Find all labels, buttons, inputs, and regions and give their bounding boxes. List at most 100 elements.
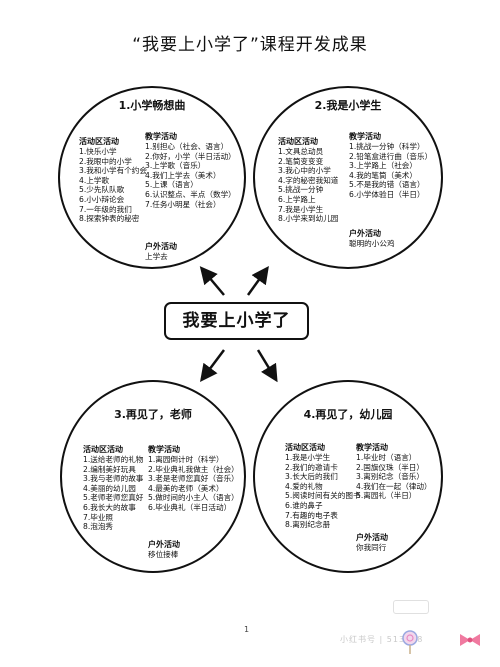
arrow-to-section-4 <box>256 349 278 383</box>
bow-icon <box>460 634 480 646</box>
list-item: 6.认识整点、半点（数学） <box>145 189 236 199</box>
list-item: 5.不是我的错（语言） <box>349 180 425 190</box>
list-item: 4.我们在一起（律动） <box>356 481 432 491</box>
list-item: 3.我心中的小学 <box>278 166 331 176</box>
activity-area-column: 活动区活动 1.送给老师的礼物 2.编制美好玩具 3.我与老师的故事 4.美丽的… <box>83 444 143 532</box>
list-item: 6.毕业典礼（半日活动） <box>148 502 232 512</box>
outdoor-column: 户外活动 你我同行 <box>356 532 388 553</box>
section-title: 3.再见了，老师 <box>114 408 192 421</box>
list-item: 2.笔筒变变变 <box>278 156 324 166</box>
list-item: 4.美丽的幼儿园 <box>83 483 136 493</box>
list-item: 7.一年级的我们 <box>79 204 132 214</box>
activity-area-column: 活动区活动 1.快乐小学 2.我眼中的小学 3.我和小学有个约会 4.上学歌 5… <box>79 136 147 224</box>
list-item: 3.上学歌（音乐） <box>145 161 206 171</box>
teaching-column: 教学活动 1.离园倒计时（科学） 2.毕业典礼我做主（社会） 3.老是老师您真好… <box>148 444 239 513</box>
activity-area-heading: 活动区活动 <box>278 137 318 146</box>
outdoor-heading: 户外活动 <box>356 533 388 542</box>
activity-area-heading: 活动区活动 <box>79 137 119 146</box>
watermark-stamp <box>393 600 429 614</box>
list-item: 1.挑战一分钟（科学） <box>349 142 425 151</box>
list-item: 7.毕业照 <box>83 512 114 522</box>
list-item: 4.上学歌 <box>79 175 110 185</box>
list-item: 8.离别纪念册 <box>285 520 331 530</box>
list-item: 6.上学路上 <box>278 194 316 204</box>
activity-area-column: 活动区活动 1.文具总动员 2.笔筒变变变 3.我心中的小学 4.字的秘密我知道… <box>278 136 338 224</box>
list-item: 1.离园倒计时（科学） <box>148 455 224 464</box>
section-title: 4.再见了，幼儿园 <box>303 408 393 421</box>
list-item: 1.送给老师的礼物 <box>83 455 144 464</box>
teaching-column: 教学活动 1.挑战一分钟（科学） 2.铅笔盒进行曲（音乐） 3.上学路上（社会）… <box>349 131 432 200</box>
page-title: “我要上小学了”课程开发成果 <box>132 35 368 55</box>
section-circle-4: 4.再见了，幼儿园 活动区活动 1.我是小学生 2.我们的邀请卡 3.长大后的我… <box>253 380 443 573</box>
list-item: 5.少先队队歌 <box>79 185 125 195</box>
list-item: 1.快乐小学 <box>79 147 117 156</box>
list-item: 5.阅读时间有关的图书 <box>285 491 361 501</box>
list-item: 2.毕业典礼我做主（社会） <box>148 464 239 474</box>
list-item: 5.做时间的小主人（语言） <box>148 493 239 503</box>
list-item: 4.爱的礼物 <box>285 481 323 491</box>
list-item: 7.我是小学生 <box>278 204 324 214</box>
list-item: 8.探索钟表的秘密 <box>79 214 140 224</box>
list-item: 5.挑战一分钟 <box>278 185 324 195</box>
section-circle-2: 2.我是小学生 活动区活动 1.文具总动员 2.笔筒变变变 3.我心中的小学 4… <box>253 86 443 269</box>
list-item: 6.谁的鼻子 <box>285 500 323 510</box>
list-item: 2.我眼中的小学 <box>79 156 132 166</box>
list-item: 3.我与老师的故事 <box>83 474 144 484</box>
activity-area-column: 活动区活动 1.我是小学生 2.我们的邀请卡 3.长大后的我们 4.爱的礼物 5… <box>285 442 361 530</box>
activity-area-heading: 活动区活动 <box>285 443 325 452</box>
list-item: 7.有趣的电子表 <box>285 510 338 520</box>
list-item: 4.我们上学去（美术） <box>145 170 221 180</box>
teaching-heading: 教学活动 <box>145 132 177 141</box>
arrow-to-section-3 <box>200 349 225 382</box>
list-item: 5.离园礼（半日） <box>356 491 417 501</box>
section-circle-1: 1.小学畅想曲 活动区活动 1.快乐小学 2.我眼中的小学 3.我和小学有个约会… <box>58 86 246 269</box>
teaching-heading: 教学活动 <box>349 132 381 141</box>
outdoor-heading: 户外活动 <box>145 242 177 251</box>
list-item: 7.任务小明星（社会） <box>145 199 221 209</box>
outdoor-column: 户外活动 移位接棒 <box>148 539 180 560</box>
teaching-column: 教学活动 1.别担心（社会、语言） 2.你好，小学（半日活动） 3.上学歌（音乐… <box>145 131 236 209</box>
list-item: 4.字的秘密我知道 <box>278 175 339 185</box>
list-item: 1.文具总动员 <box>278 147 324 156</box>
list-item: 3.长大后的我们 <box>285 472 338 482</box>
arrow-to-section-2 <box>246 265 269 296</box>
list-item: 移位接棒 <box>148 550 179 559</box>
arrow-to-section-1 <box>199 266 225 296</box>
list-item: 2.编制美好玩具 <box>83 464 136 474</box>
teaching-heading: 教学活动 <box>148 445 180 454</box>
teaching-column: 教学活动 1.毕业时（语言） 2.国旗仪珠（半日） 3.离别纪念（音乐） 4.我… <box>356 442 432 501</box>
list-item: 6.小学体验日（半日） <box>349 189 425 199</box>
list-item: 3.离别纪念（音乐） <box>356 472 424 482</box>
list-item: 2.我们的邀请卡 <box>285 462 338 472</box>
list-item: 3.老是老师您真好（音乐） <box>148 474 239 484</box>
section-title: 2.我是小学生 <box>314 99 382 112</box>
lollipop-icon <box>402 630 418 654</box>
list-item: 1.我是小学生 <box>285 453 331 462</box>
list-item: 你我同行 <box>356 543 387 552</box>
list-item: 5.老师老师您真好 <box>83 493 144 503</box>
list-item: 4.最美的老师（美术） <box>148 483 224 493</box>
list-item: 6.小小辩论会 <box>79 194 125 204</box>
list-item: 1.毕业时（语言） <box>356 453 417 462</box>
list-item: 5.上课（语言） <box>145 180 198 190</box>
list-item: 6.我长大的故事 <box>83 502 136 512</box>
outdoor-heading: 户外活动 <box>148 540 180 549</box>
watermark-icons <box>402 630 480 654</box>
list-item: 8.小学来到幼儿园 <box>278 214 339 224</box>
outdoor-heading: 户外活动 <box>349 229 381 238</box>
list-item: 8.泡泡秀 <box>83 522 114 532</box>
section-title: 1.小学畅想曲 <box>118 99 186 112</box>
teaching-heading: 教学活动 <box>356 443 388 452</box>
list-item: 2.国旗仪珠（半日） <box>356 462 424 472</box>
activity-area-heading: 活动区活动 <box>83 445 123 454</box>
outdoor-column: 户外活动 聪明的小公鸡 <box>349 228 395 249</box>
list-item: 2.你好，小学（半日活动） <box>145 151 236 161</box>
center-topic-box: 我要上小学了 <box>164 302 309 340</box>
list-item: 2.铅笔盒进行曲（音乐） <box>349 151 433 161</box>
list-item: 4.我的笔筒（美术） <box>349 170 417 180</box>
list-item: 3.我和小学有个约会 <box>79 166 147 176</box>
list-item: 上学去 <box>145 252 168 261</box>
list-item: 3.上学路上（社会） <box>349 161 417 171</box>
outdoor-column: 户外活动 上学去 <box>145 241 177 262</box>
